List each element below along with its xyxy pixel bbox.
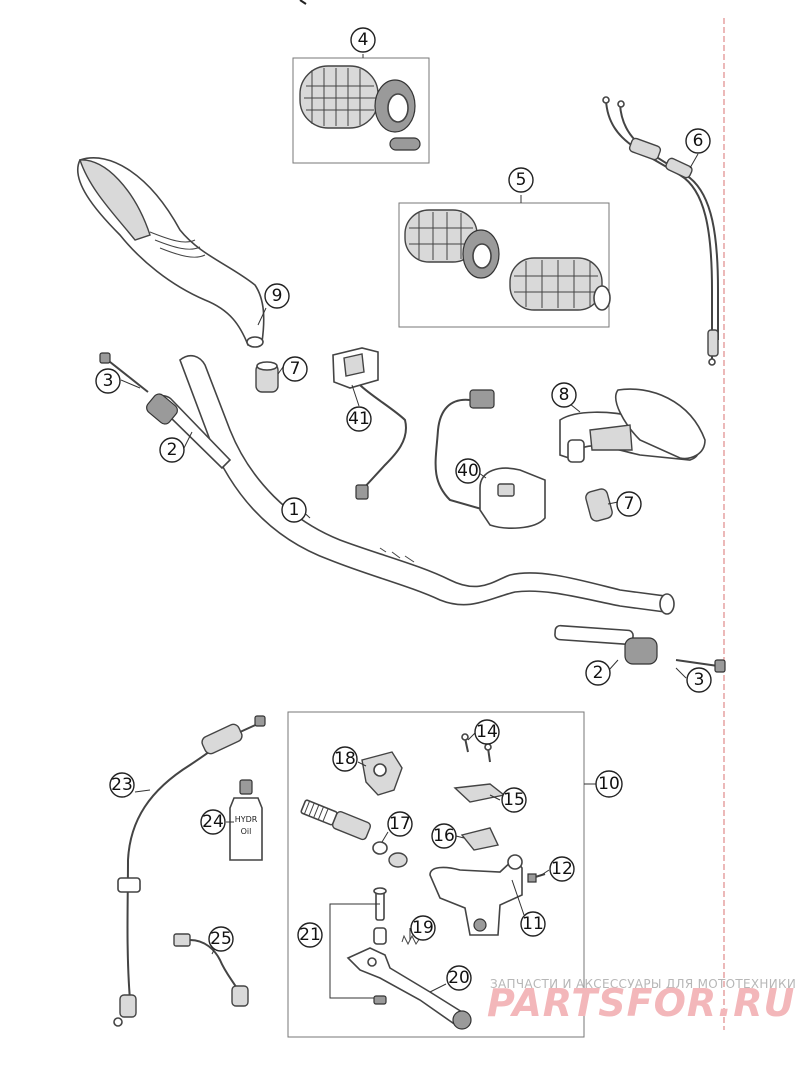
brake-master-cylinder-group (287, 711, 585, 1038)
clutch-cable (113, 715, 266, 1027)
callout-9-label: 9 (272, 286, 283, 306)
callout-7-upper: 7 (282, 356, 308, 382)
watermark-logo: PARTSFOR.RU (487, 981, 795, 1025)
callout-12: 12 (549, 856, 575, 882)
callout-3-upper: 3 (95, 368, 121, 394)
right-hand-guard (559, 388, 706, 463)
callout-25: 25 (208, 926, 234, 952)
callout-15-label: 15 (503, 790, 525, 810)
callout-6-label: 6 (693, 131, 704, 151)
callout-8-label: 8 (559, 385, 570, 405)
callout-20-label: 20 (448, 968, 470, 988)
callout-2-lower-label: 2 (593, 663, 604, 683)
callout-40: 40 (455, 458, 481, 484)
callout-4-label: 4 (358, 30, 369, 50)
callout-41-label: 41 (348, 409, 370, 429)
callout-11: 11 (520, 911, 546, 937)
leader-lines (120, 54, 699, 993)
callout-10: 10 (595, 770, 623, 798)
callout-2-upper: 2 (159, 437, 185, 463)
bar-end-cap-upper (255, 361, 279, 393)
callout-17-label: 17 (389, 814, 411, 834)
callout-2-lower: 2 (585, 660, 611, 686)
callout-14: 14 (474, 719, 500, 745)
callout-21: 21 (297, 922, 323, 948)
callout-11-label: 11 (522, 914, 544, 934)
callout-24: 24 (200, 809, 226, 835)
callout-23: 23 (109, 772, 135, 798)
callout-5: 5 (508, 167, 534, 193)
callout-41: 41 (346, 406, 372, 432)
header-fragment (299, 0, 307, 5)
callout-12-label: 12 (551, 859, 573, 879)
callout-3-upper-label: 3 (103, 371, 114, 391)
callout-18-label: 18 (334, 749, 356, 769)
throttle-cables (602, 96, 719, 366)
callout-1: 1 (281, 497, 307, 523)
callout-5-label: 5 (516, 170, 527, 190)
callout-15: 15 (501, 787, 527, 813)
handlebar-grips-group (398, 202, 611, 328)
bar-end-cap-lower (585, 488, 613, 522)
callout-8: 8 (551, 382, 577, 408)
switch-housing-with-cable (434, 389, 546, 529)
watermark: ЗАПЧАСТИ И АКСЕССУАРЫ ДЛЯ МОТОТЕХНИКИ PA… (487, 977, 796, 1025)
oil-bottle-label-line2: Oil (241, 827, 252, 836)
callout-24-label: 24 (202, 812, 224, 832)
oil-bottle-label-line1: HYDR (235, 815, 258, 824)
switch-with-cable (332, 347, 407, 500)
callout-17: 17 (387, 811, 413, 837)
callout-7-upper-label: 7 (290, 359, 301, 379)
callout-19: 19 (410, 915, 436, 941)
callout-14-label: 14 (476, 722, 498, 742)
watermark-subtitle: ЗАПЧАСТИ И АКСЕССУАРЫ ДЛЯ МОТОТЕХНИКИ (490, 977, 796, 991)
callout-19-label: 19 (412, 918, 434, 938)
clutch-switch-cable (173, 933, 249, 1007)
callout-25-label: 25 (210, 929, 232, 949)
callout-16: 16 (431, 823, 457, 849)
bar-end-weight-left (99, 352, 232, 470)
callout-40-label: 40 (457, 461, 479, 481)
bar-end-weight-right (554, 624, 726, 673)
callout-16-label: 16 (433, 826, 455, 846)
callout-9: 9 (264, 283, 290, 309)
callout-1-label: 1 (289, 500, 300, 520)
hydraulic-oil-bottle: HYDR Oil (229, 779, 263, 861)
callout-3-lower: 3 (686, 667, 712, 693)
callout-20: 20 (446, 965, 472, 991)
handlebar (179, 354, 675, 615)
callout-7-lower: 7 (616, 491, 642, 517)
callout-6: 6 (685, 128, 711, 154)
throttle-grip-group (292, 57, 430, 164)
callout-2-upper-label: 2 (167, 440, 178, 460)
callout-21-label: 21 (299, 925, 321, 945)
callout-10-label: 10 (598, 774, 620, 794)
left-hand-guard (77, 157, 265, 348)
callout-3-lower-label: 3 (694, 670, 705, 690)
callout-18: 18 (332, 746, 358, 772)
callout-7-lower-label: 7 (624, 494, 635, 514)
callout-4: 4 (350, 27, 376, 53)
callout-23-label: 23 (111, 775, 133, 795)
